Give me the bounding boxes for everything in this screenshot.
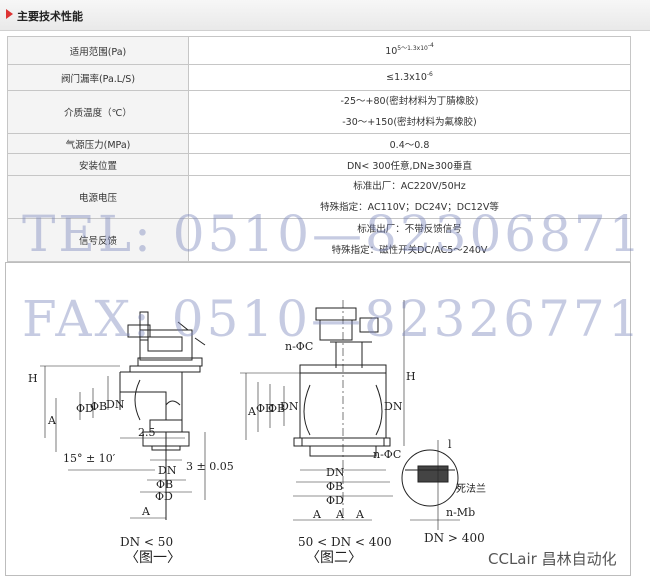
fax-watermark: FAX: 0510—82326771 [22,290,643,348]
drawing-frame [5,262,631,576]
fig2-range-label: 50 < DN < 400 [298,535,392,549]
dim-a-label: A [47,414,57,427]
spec-value: -25～+80(密封材料为丁腈橡胶) -30～+150(密封材料为氟橡胶) [188,90,631,134]
angle-label: 15° ± 10′ [63,452,116,465]
table-row: 阀门漏率(Pa.L/S) ≤1.3x10-6 [7,64,631,91]
dim-phib-low-label: ΦB [156,478,173,491]
fig2-dim-a-label: A [247,405,257,418]
spec-value: 标准出厂：AC220V/50Hz 特殊指定：AC110V；DC24V；DC12V… [188,175,631,219]
brand-logo-text: CCLair 昌林自动化 [488,550,617,568]
section-header: 主要技术性能 [0,0,650,31]
figure-1 [40,311,206,520]
fig2-a-right-label: A [355,508,365,521]
spec-label: 阀门漏率(Pa.L/S) [7,64,189,91]
spec-label: 介质温度（℃） [7,90,189,134]
table-row: 安装位置 DN< 300任意,DN≥300垂直 [7,153,631,176]
fig2-dn-low-label: DN [326,466,345,479]
fig2-a-left-label: A [312,508,322,521]
triangle-bullet-icon [6,9,13,19]
fig2-dn-side-label: DN [384,400,403,413]
spec-value: ≤1.3x10-6 [188,64,631,91]
dim-dn-label: DN [106,398,125,411]
fig2-phid-low-label: ΦD [326,494,344,507]
fig2-a-mid-label: A [335,508,345,521]
fig2-phib-label: ΦB [268,402,285,415]
figure-2 [240,300,405,521]
table-row: 信号反馈 标准出厂：不带反馈信号 特殊指定：磁性开关DC/AC5～240V [7,218,631,262]
tel-watermark: TEL: 0510—82306871 [22,205,644,263]
fig2-phid-label: ΦD [256,402,274,415]
table-row: 电源电压 标准出厂：AC220V/50Hz 特殊指定：AC110V；DC24V；… [7,175,631,219]
spec-table: 适用范围(Pa) 105～1.3x10-4 阀门漏率(Pa.L/S) ≤1.3x… [7,36,631,262]
fig2-nphic-label: n-ΦC [285,340,313,353]
fig3-range-label: DN > 400 [424,531,485,545]
fig2-nphic-low-label: n-ΦC [373,448,401,461]
dim-r-label: 2.5 [138,426,156,439]
fig1-caption: 〈图一〉 [125,550,181,566]
spec-value: 标准出厂：不带反馈信号 特殊指定：磁性开关DC/AC5～240V [188,218,631,262]
fig2-h-label: H [406,370,416,383]
section-title: 主要技术性能 [17,10,83,23]
spec-label: 安装位置 [7,153,189,176]
figure-3-detail [401,440,460,530]
dim-phid-low-label: ΦD [155,490,173,503]
dim-phid-label: ΦD [76,402,94,415]
spec-label: 气源压力(MPa) [7,133,189,154]
fig2-phib-low-label: ΦB [326,480,343,493]
fig1-range-label: DN < 50 [120,535,173,549]
fig2-caption: 〈图二〉 [306,550,362,566]
fig2-dn-label: DN [280,400,299,413]
fig3-block-label: 死法兰 [456,482,486,495]
spec-label: 信号反馈 [7,218,189,262]
dim-phib-label: ΦB [90,400,107,413]
dim-dn-low-label: DN [158,464,177,477]
fig3-l-label: l [448,438,452,451]
spec-label: 适用范围(Pa) [7,36,189,65]
dim-h-label: H [28,372,38,385]
fig3-nmb-label: n-Mb [446,506,475,519]
dim-thick-label: 3 ± 0.05 [186,460,234,473]
dim-a-bottom-label: A [141,505,151,518]
table-row: 介质温度（℃） -25～+80(密封材料为丁腈橡胶) -30～+150(密封材料… [7,90,631,134]
